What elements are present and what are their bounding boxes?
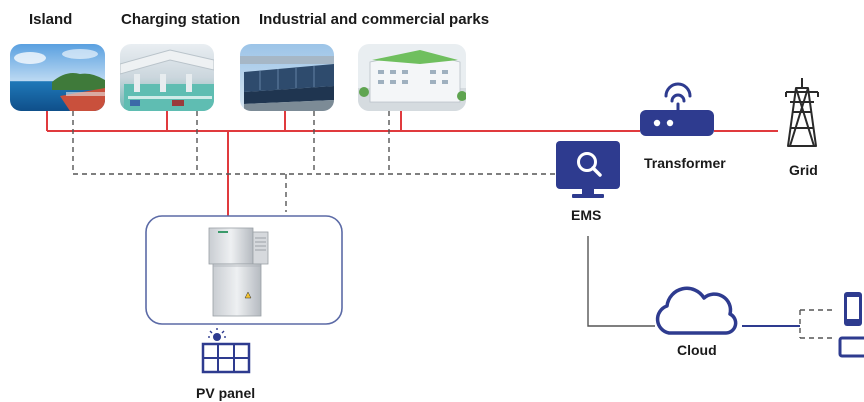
comm-lines xyxy=(72,111,836,339)
site-label-charging-station: Charging station xyxy=(121,11,241,28)
grid-label: Grid xyxy=(789,162,818,178)
phone-icon xyxy=(844,292,862,326)
site-label-industrial-parks: Industrial and commercial parks xyxy=(259,11,490,28)
ems-monitor-icon xyxy=(556,141,620,198)
industrial-park-photo xyxy=(240,44,334,111)
cloud-icon xyxy=(655,286,738,335)
cloud-label: Cloud xyxy=(677,342,717,358)
charging-station-photo xyxy=(120,44,214,111)
ems-label: EMS xyxy=(571,207,602,223)
storage-cabinet-icon xyxy=(208,227,269,317)
laptop-icon xyxy=(838,336,864,358)
pv-panel-icon xyxy=(201,328,251,374)
transformer-icon xyxy=(640,82,714,136)
transformer-label: Transformer xyxy=(644,155,726,171)
commercial-park-photo xyxy=(358,44,466,111)
ems-cloud-link xyxy=(587,236,655,327)
island-photo xyxy=(10,44,105,111)
grid-tower-icon xyxy=(785,78,819,147)
pv-panel-label: PV panel xyxy=(196,385,256,401)
site-label-island: Island xyxy=(29,11,73,28)
